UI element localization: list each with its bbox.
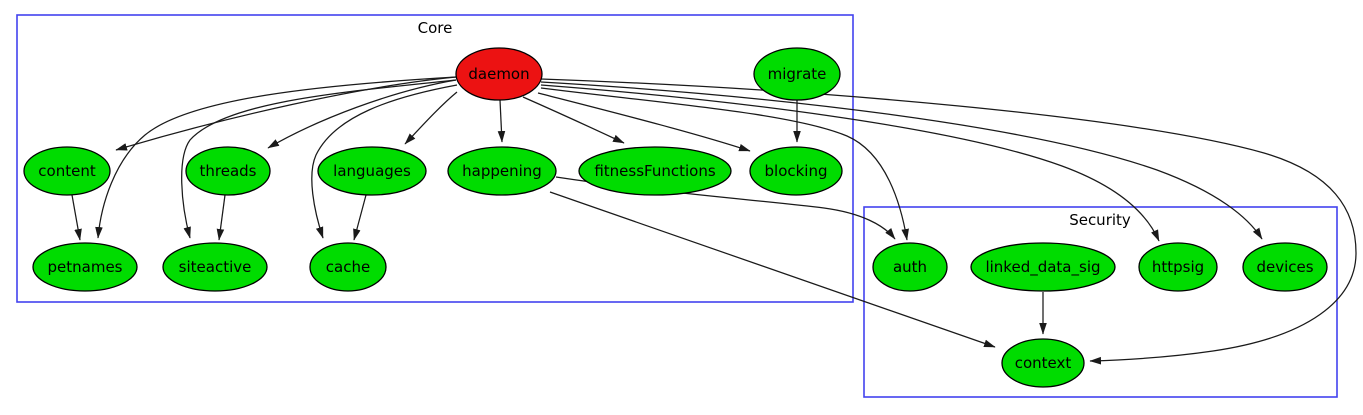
- cluster-core: Core: [16, 14, 854, 303]
- edge-threads-siteactive: [216, 194, 226, 241]
- cluster-security-label: Security: [1069, 211, 1131, 229]
- node-cache: cache: [309, 242, 387, 292]
- node-languages: languages: [317, 146, 427, 196]
- edge-daemon-happening: [497, 99, 506, 143]
- edge-daemon-blocking: [537, 92, 751, 152]
- edge-daemon-devices: [540, 81, 1263, 240]
- node-context: context: [1001, 338, 1085, 388]
- node-shape: [447, 146, 557, 196]
- edges: [71, 76, 1357, 365]
- node-linked_data_sig: linked_data_sig: [970, 242, 1116, 292]
- node-blocking: blocking: [749, 146, 843, 196]
- edge-daemon-threads: [267, 79, 457, 149]
- cluster-security: Security: [863, 206, 1338, 398]
- node-shape: [185, 146, 271, 196]
- node-fitnessFunctions: fitnessFunctions: [578, 146, 732, 196]
- node-shape: [1001, 338, 1085, 388]
- node-label: petnames: [48, 258, 123, 276]
- node-label: languages: [333, 162, 411, 180]
- node-label: context: [1015, 354, 1072, 372]
- node-migrate: migrate: [753, 47, 841, 101]
- node-shape: [455, 47, 543, 101]
- node-label: content: [38, 162, 96, 180]
- edge-daemon-fitnessFunctions: [522, 96, 625, 144]
- node-shape: [753, 47, 841, 101]
- edge-daemon-languages: [404, 91, 458, 145]
- node-label: threads: [200, 162, 257, 180]
- node-label: auth: [893, 258, 927, 276]
- edge-daemon-content: [115, 76, 457, 151]
- cluster-security-border: [863, 206, 1338, 398]
- cluster-core-label: Core: [418, 19, 453, 37]
- node-label: siteactive: [179, 258, 252, 276]
- node-shape: [749, 146, 843, 196]
- node-label: httpsig: [1152, 258, 1204, 276]
- edge-languages-cache: [353, 194, 367, 241]
- edge-daemon-siteactive: [181, 79, 457, 239]
- node-shape: [32, 242, 138, 292]
- edge-daemon-httpsig: [540, 84, 1160, 242]
- node-threads: threads: [185, 146, 271, 196]
- edge-daemon-petnames: [95, 76, 457, 239]
- edge-daemon-cache: [311, 84, 458, 239]
- node-shape: [970, 242, 1116, 292]
- node-auth: auth: [872, 242, 948, 292]
- node-label: devices: [1256, 258, 1313, 276]
- node-shape: [1138, 242, 1218, 292]
- node-shape: [162, 242, 268, 292]
- node-label: fitnessFunctions: [594, 162, 715, 180]
- node-shape: [317, 146, 427, 196]
- node-content: content: [23, 146, 111, 196]
- node-shape: [309, 242, 387, 292]
- node-petnames: petnames: [32, 242, 138, 292]
- node-shape: [23, 146, 111, 196]
- node-shape: [872, 242, 948, 292]
- edge-happening-context: [549, 191, 996, 348]
- edge-content-petnames: [71, 194, 82, 241]
- edge-daemon-context: [540, 78, 1357, 365]
- node-label: daemon: [468, 65, 529, 83]
- node-label: migrate: [768, 65, 827, 83]
- node-shape: [1242, 242, 1328, 292]
- edge-daemon-auth: [540, 87, 909, 241]
- node-label: blocking: [765, 162, 828, 180]
- node-daemon: daemon: [455, 47, 543, 101]
- node-siteactive: siteactive: [162, 242, 268, 292]
- node-happening: happening: [447, 146, 557, 196]
- node-label: cache: [326, 258, 370, 276]
- node-shape: [578, 146, 732, 196]
- node-label: linked_data_sig: [985, 258, 1100, 277]
- cluster-core-border: [16, 14, 854, 303]
- node-label: happening: [462, 162, 542, 180]
- node-httpsig: httpsig: [1138, 242, 1218, 292]
- node-devices: devices: [1242, 242, 1328, 292]
